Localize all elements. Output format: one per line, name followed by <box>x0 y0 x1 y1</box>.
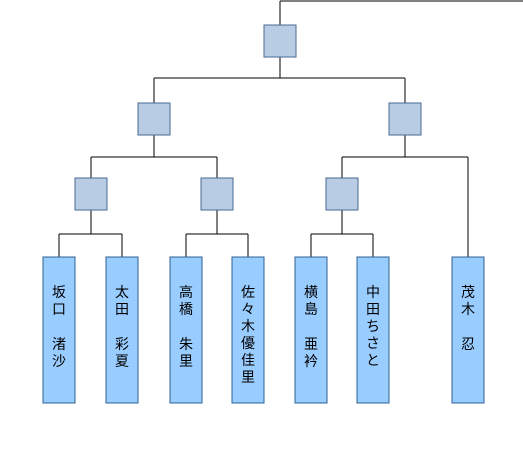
player-box <box>42 256 76 404</box>
player-name: 横島亜衿 <box>304 285 318 370</box>
player-p7: 茂木忍 <box>451 256 485 404</box>
player-name: 佐々木優佳里 <box>241 285 255 386</box>
player-box <box>231 256 265 404</box>
player-box <box>105 256 139 404</box>
player-box <box>356 256 390 404</box>
player-box <box>451 256 485 404</box>
player-name: 坂口渚沙 <box>52 285 66 370</box>
player-p1: 坂口渚沙 <box>42 256 76 404</box>
match-box-final <box>263 24 297 58</box>
match-box-r1-b <box>200 177 234 211</box>
player-name: 高橋朱里 <box>179 284 193 370</box>
player-name: 太田彩夏 <box>115 285 129 370</box>
match-box-r1-c <box>325 177 359 211</box>
player-box <box>169 256 203 404</box>
match-box-r2-a <box>137 102 171 136</box>
player-box <box>294 256 328 404</box>
player-name: 中田ちさと <box>366 285 380 369</box>
player-p4: 佐々木優佳里 <box>231 256 265 404</box>
match-boxes <box>74 24 422 211</box>
player-p3: 高橋朱里 <box>169 256 203 404</box>
player-p6: 中田ちさと <box>356 256 390 404</box>
match-box-r1-a <box>74 177 108 211</box>
match-box-r2-b <box>388 102 422 136</box>
player-name: 茂木忍 <box>461 284 475 353</box>
player-p5: 横島亜衿 <box>294 256 328 404</box>
player-boxes: 坂口渚沙 太田彩夏 高橋朱里 佐々木優佳里 横島亜衿 中田ちさと 茂木忍 <box>42 256 485 404</box>
player-p2: 太田彩夏 <box>105 256 139 404</box>
